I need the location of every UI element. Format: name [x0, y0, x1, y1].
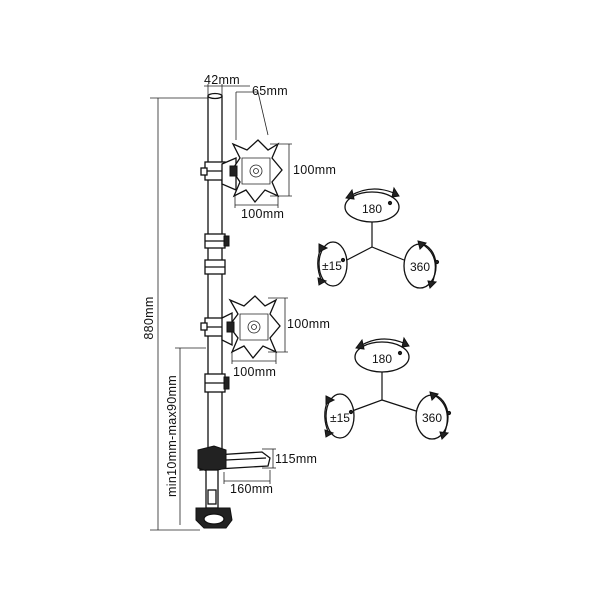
spacer-collar-2	[204, 259, 226, 275]
arm-offset-label: 65mm	[252, 84, 288, 98]
lower-arm-assembly	[200, 295, 281, 360]
pole-width-label: 42mm	[204, 73, 240, 87]
base-width-label: 160mm	[230, 482, 273, 496]
upper-vesa-height-dimension: 100mm	[270, 143, 336, 197]
upper-swivel-label: ±15	[322, 259, 342, 273]
lower-swivel-label: ±15	[330, 411, 350, 425]
clamp-depth-label: 115mm	[275, 452, 317, 466]
spacer-collar	[204, 233, 230, 249]
clamp-range-dimension: min10mm-max90mm	[165, 347, 206, 525]
lower-vesa-height-label: 100mm	[287, 317, 330, 331]
rotation-diagram-upper: 180 ±15 360	[317, 186, 440, 289]
lower-vesa-width-label: 100mm	[233, 365, 276, 379]
upper-vesa-height-label: 100mm	[293, 163, 336, 177]
upper-vesa-width-dimension: 100mm	[234, 196, 284, 221]
upper-vesa-plate	[231, 139, 283, 204]
clamp-range-label: min10mm-max90mm	[165, 375, 179, 497]
lower-vesa-height-dimension: 100mm	[268, 297, 330, 353]
lower-spacer-collar	[204, 373, 230, 393]
base-width-dimension: 160mm	[223, 470, 273, 496]
lower-vesa-width-dimension: 100mm	[231, 352, 277, 379]
lower-rotate-label: 360	[422, 411, 442, 425]
clamp-depth-dimension: 115mm	[262, 448, 317, 469]
total-height-label: 880mm	[142, 296, 156, 339]
upper-vesa-width-label: 100mm	[241, 207, 284, 221]
lower-vesa-plate	[228, 295, 281, 360]
pole	[207, 92, 223, 459]
desk-clamp	[195, 445, 271, 529]
total-height-dimension: 880mm	[142, 97, 214, 531]
pole-width-dimension: 42mm	[204, 73, 250, 96]
upper-arm-assembly	[200, 139, 283, 204]
arm-offset-dimension: 65mm	[235, 84, 288, 140]
rotation-diagram-lower: 180 ±15 360	[324, 336, 452, 440]
upper-tilt-label: 180	[362, 202, 382, 216]
upper-rotate-label: 360	[410, 260, 430, 274]
lower-tilt-label: 180	[372, 352, 392, 366]
